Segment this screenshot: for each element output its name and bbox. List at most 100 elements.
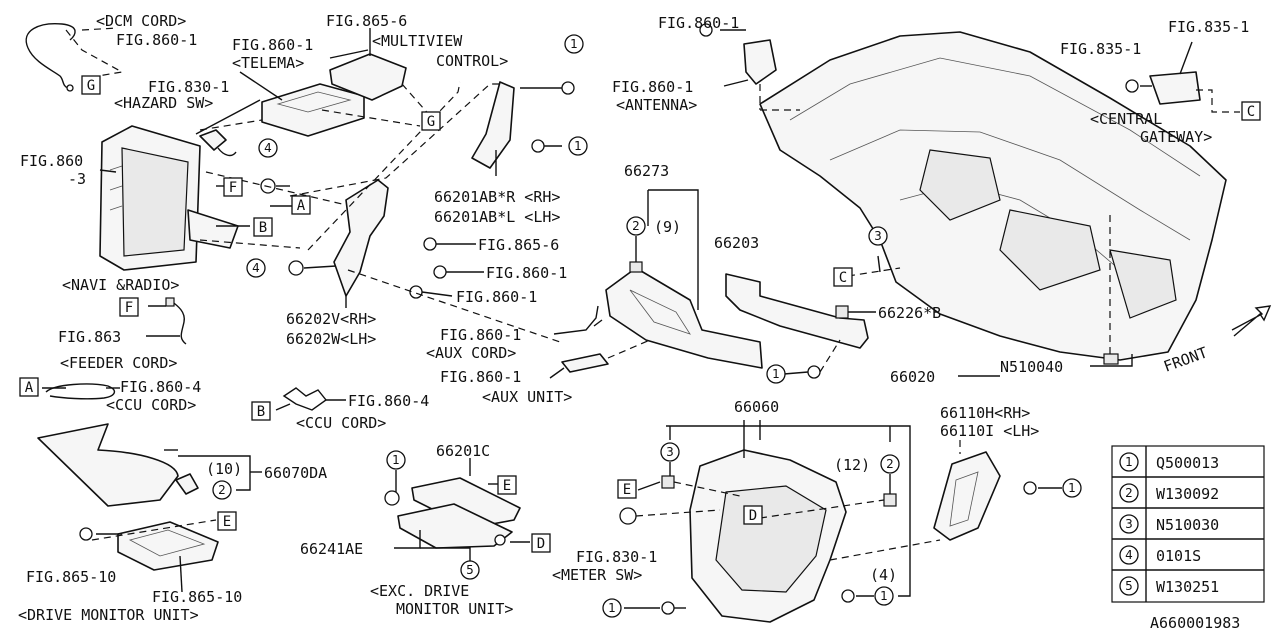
bracket-66201ab-part bbox=[471, 81, 575, 169]
aux-cord-part bbox=[553, 305, 599, 335]
circle-1-g: 1 bbox=[1062, 478, 1082, 498]
label-fig860-4-b: FIG.860-4 bbox=[348, 392, 429, 410]
label-ccu-cord-a: <CCU CORD> bbox=[106, 396, 196, 414]
svg-text:4: 4 bbox=[264, 141, 272, 155]
circle-references: 1 1 4 4 2 3 1 2 1 5 3 2 1 1 1 bbox=[212, 34, 1082, 618]
label-66203: 66203 bbox=[714, 234, 759, 252]
svg-text:5: 5 bbox=[1125, 579, 1133, 593]
label-fig860-1-c: FIG.860-1 bbox=[486, 264, 567, 282]
front-arrow-icon bbox=[1231, 305, 1272, 337]
central-gateway-part bbox=[1125, 71, 1201, 105]
label-qty-10: (10) bbox=[206, 460, 242, 478]
svg-text:G: G bbox=[427, 114, 435, 130]
circle-5-a: 5 bbox=[460, 560, 480, 580]
label-hazard-sw: <HAZARD SW> bbox=[114, 94, 213, 112]
label-fig860-1-auxu: FIG.860-1 bbox=[440, 368, 521, 386]
label-fig865-6-b: FIG.865-6 bbox=[478, 236, 559, 254]
svg-text:1: 1 bbox=[574, 139, 582, 153]
svg-text:B: B bbox=[259, 220, 267, 236]
navi-radio-unit-part bbox=[99, 125, 239, 271]
label-fig830-1-a: FIG.830-1 bbox=[148, 78, 229, 96]
label-66070da: 66070DA bbox=[264, 464, 327, 482]
label-fig860-1-aux: FIG.860-1 bbox=[440, 326, 521, 344]
svg-text:1: 1 bbox=[1068, 481, 1076, 495]
box-d-2: D bbox=[743, 505, 763, 525]
box-c-2: C bbox=[1241, 101, 1261, 121]
label-ccu-cord-b: <CCU CORD> bbox=[296, 414, 386, 432]
bracket-66201c-part bbox=[384, 477, 521, 549]
legend-code-4: 0101S bbox=[1156, 547, 1201, 565]
box-e-2: E bbox=[497, 475, 517, 495]
svg-text:F: F bbox=[125, 300, 133, 316]
label-66273: 66273 bbox=[624, 162, 669, 180]
label-fig863: FIG.863 bbox=[58, 328, 121, 346]
svg-text:D: D bbox=[537, 536, 545, 552]
label-qty-12: (12) bbox=[834, 456, 870, 474]
svg-text:3: 3 bbox=[666, 445, 674, 459]
box-b-1: B bbox=[253, 217, 273, 237]
svg-text:2: 2 bbox=[218, 483, 226, 497]
label-drive-monitor-unit: <DRIVE MONITOR UNIT> bbox=[18, 606, 199, 624]
svg-text:A: A bbox=[25, 380, 34, 396]
label-diagram-code: A660001983 bbox=[1150, 614, 1240, 632]
label-exc-drive-2: MONITOR UNIT> bbox=[396, 600, 513, 618]
beam-66203-part bbox=[725, 273, 869, 349]
svg-text:3: 3 bbox=[1125, 517, 1133, 531]
legend-code-5: W130251 bbox=[1156, 578, 1219, 596]
box-c-1: C bbox=[833, 267, 853, 287]
label-central-2: GATEWAY> bbox=[1140, 128, 1212, 146]
label-66201c: 66201C bbox=[436, 442, 490, 460]
label-fig865-10-b: FIG.865-10 bbox=[152, 588, 242, 606]
dcm-cord-part bbox=[25, 23, 76, 92]
box-d-1: D bbox=[531, 533, 551, 553]
label-fig865-6-a: FIG.865-6 bbox=[326, 12, 407, 30]
drive-monitor-unit-part bbox=[79, 521, 219, 571]
legend-row-5: 5 W130251 bbox=[1119, 576, 1219, 596]
label-antenna: <ANTENNA> bbox=[616, 96, 697, 114]
label-66060: 66060 bbox=[734, 398, 779, 416]
circle-3-b: 3 bbox=[660, 442, 680, 462]
box-b-2: B bbox=[251, 401, 271, 421]
label-fig860-1-a: FIG.860-1 bbox=[116, 31, 197, 49]
box-f-1: F bbox=[223, 177, 243, 197]
svg-text:2: 2 bbox=[1125, 486, 1133, 500]
label-aux-cord: <AUX CORD> bbox=[426, 344, 516, 362]
label-fig860-1-d: FIG.860-1 bbox=[456, 288, 537, 306]
legend-row-3: 3 N510030 bbox=[1119, 514, 1219, 534]
hazard-switch-part bbox=[199, 129, 237, 157]
antenna-part bbox=[699, 23, 777, 85]
legend-code-2: W130092 bbox=[1156, 485, 1219, 503]
label-central-1: <CENTRAL bbox=[1090, 110, 1162, 128]
label-fig830-1-b: FIG.830-1 bbox=[576, 548, 657, 566]
circle-2-b: 2 bbox=[212, 480, 232, 500]
svg-text:1: 1 bbox=[608, 601, 616, 615]
circle-1-e: 1 bbox=[602, 598, 622, 618]
svg-text:2: 2 bbox=[632, 219, 640, 233]
label-66226b: 66226*B bbox=[878, 304, 941, 322]
svg-text:2: 2 bbox=[886, 457, 894, 471]
svg-text:C: C bbox=[1247, 104, 1255, 120]
label-66110i: 66110I <LH> bbox=[940, 422, 1039, 440]
label-multiview-2: CONTROL> bbox=[436, 52, 508, 70]
label-66201abr: 66201AB*R <RH> bbox=[434, 188, 560, 206]
label-feeder-cord: <FEEDER CORD> bbox=[60, 354, 177, 372]
label-fig860-1-ant-top: FIG.860-1 bbox=[658, 14, 739, 32]
cover-66070da-part bbox=[37, 423, 199, 507]
svg-text:A: A bbox=[297, 198, 306, 214]
circle-1-c: 1 bbox=[766, 364, 786, 384]
svg-text:E: E bbox=[623, 482, 631, 498]
box-a-2: A bbox=[19, 377, 39, 397]
label-qty-4: (4) bbox=[870, 566, 897, 584]
box-e-3: E bbox=[617, 479, 637, 499]
svg-text:1: 1 bbox=[392, 453, 400, 467]
label-telema: <TELEMA> bbox=[232, 54, 304, 72]
circle-2-c: 2 bbox=[880, 454, 900, 474]
label-aux-unit: <AUX UNIT> bbox=[482, 388, 572, 406]
svg-text:F: F bbox=[229, 180, 237, 196]
svg-text:4: 4 bbox=[252, 261, 260, 275]
svg-text:1: 1 bbox=[772, 367, 780, 381]
label-66202w: 66202W<LH> bbox=[286, 330, 376, 348]
label-66110h: 66110H<RH> bbox=[940, 404, 1030, 422]
feeder-cord-part bbox=[165, 297, 187, 345]
